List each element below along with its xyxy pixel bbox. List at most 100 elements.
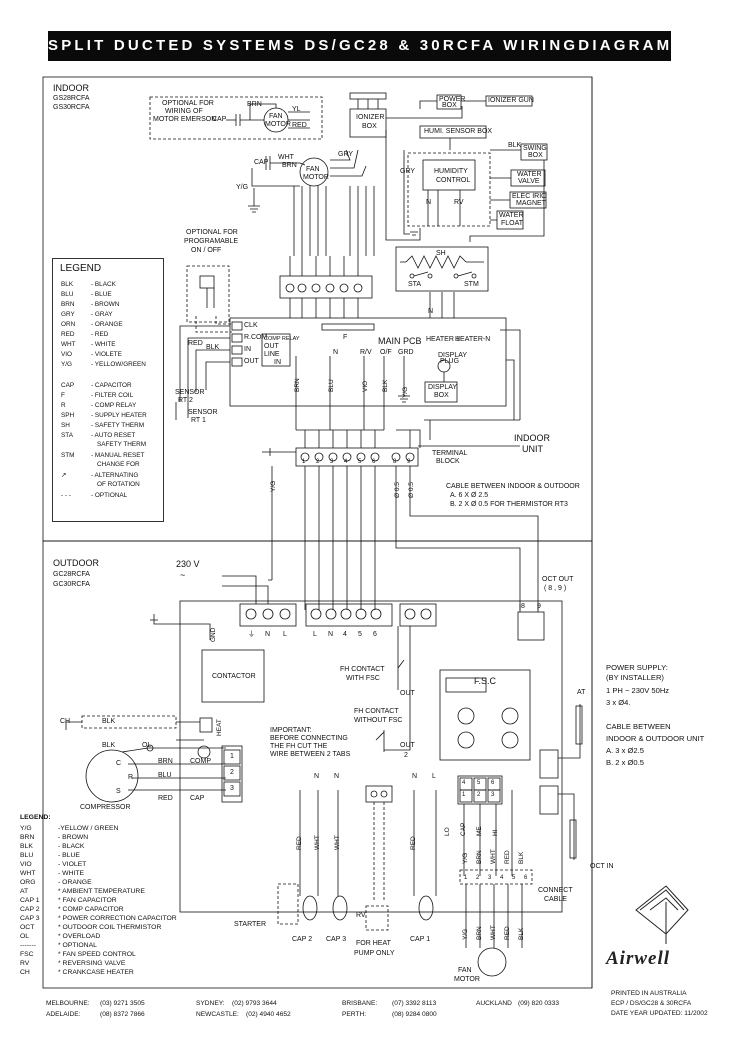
olg-k5: WHT [20, 870, 36, 877]
outdoor-legend-heading: LEGEND: [20, 814, 51, 821]
cap-n-1: N [314, 773, 320, 780]
fan-plug-5: 5 [477, 780, 481, 786]
lg-k16: STM [61, 452, 75, 459]
connect-cable-label-1: CONNECT [538, 887, 573, 894]
humi-sensor-box [419, 125, 487, 139]
programmable-label-1: OPTIONAL FOR [186, 229, 238, 236]
lg-v16: - MANUAL RESET [91, 452, 145, 459]
sensor-rt1-label-1: SENSOR [188, 409, 218, 416]
pcb-pin-clk: CLK [244, 322, 258, 329]
lg-k6: WHT [61, 341, 76, 348]
display-box-label-1: DISPLAY [428, 384, 458, 391]
cable-phi-1: Ø 0.5 [394, 482, 401, 498]
connect-cable-label-2: CABLE [544, 896, 567, 903]
lg-k14: STA [61, 432, 73, 439]
power-supply-4: 3 x Ø4. [606, 698, 631, 707]
lg-v9: - CAPACITOR [91, 382, 132, 389]
pcb-wire-yg: Y/G [402, 386, 409, 398]
main-pcb [229, 317, 507, 407]
heater-n-label: HEATER-N [455, 336, 491, 343]
power-supply-2: (BY INSTALLER) [606, 673, 664, 682]
compressor [85, 749, 139, 803]
emerson-cap-label: CAP [212, 116, 227, 123]
comp-term-c: C [116, 760, 122, 767]
vwire-red-1: RED [296, 836, 303, 850]
comp-relay-label-3: LINE [264, 351, 280, 358]
compressor-label: COMPRESSOR [80, 804, 131, 811]
cable-phi-2: Ø 0.5 [408, 482, 415, 498]
display-box [424, 381, 458, 403]
comp-relay-label-4: IN [274, 359, 281, 366]
olg-v6: - ORANGE [58, 879, 92, 886]
conn-6: 6 [524, 875, 528, 881]
emerson-wire-yl: YL [292, 106, 301, 113]
oct-in-terminal [539, 749, 559, 779]
indoor-legend: LEGEND BLK - BLACK BLU - BLUE BRN - BROW… [52, 258, 164, 522]
comp-block-2: 2 [230, 769, 234, 776]
ch-wire-blk: BLK [102, 718, 116, 725]
sensor-rt1-label-2: RT 1 [191, 417, 206, 424]
comp-cap-label: CAP [190, 795, 205, 802]
lg-k3: GRY [61, 311, 75, 318]
olg-k7: AT [20, 888, 29, 895]
indoor-model-1: GS28RCFA [53, 95, 90, 102]
fwire2-brn: BRN [476, 926, 483, 940]
olg-k12: OL [20, 933, 30, 940]
lg-k20: - - - [61, 492, 71, 499]
link-term-5: 5 [358, 631, 362, 638]
supply-voltage: 230 V [176, 559, 200, 569]
indoor-connector-block [279, 275, 373, 299]
comp-relay-label-2: OUT [264, 343, 279, 350]
term-4: 4 [344, 459, 348, 465]
terminal-wire-yg: Y/G [270, 480, 277, 492]
lg-v4: - ORANGE [91, 321, 123, 328]
lg-v18: - ALTERNATING [91, 472, 139, 479]
fwire-wht: WHT [490, 849, 497, 864]
magnet-label-1: ELEC IRIC [512, 193, 547, 200]
sensor-rt2-label-2: RT 2 [178, 397, 193, 404]
magnet-label-2: MAGNET [516, 200, 546, 207]
emerson-fan-label-2: MOTOR [265, 121, 291, 128]
pcb-wire-blk: BLK [206, 344, 220, 351]
heater-wire-n: N [428, 308, 434, 315]
comp-term-s: S [116, 788, 121, 795]
conn-4: 4 [500, 875, 504, 881]
at-terminal [539, 785, 559, 815]
outdoor-board [179, 600, 563, 913]
brand-logo: Airwell [606, 948, 671, 969]
programmable-optional-box [186, 265, 230, 323]
office-adelaide: ADELAIDE: [46, 1011, 81, 1018]
power-box [436, 94, 462, 110]
office-brisbane-phone: (07) 3392 8113 [392, 1000, 437, 1007]
brand-logo-mark [635, 885, 689, 944]
humidity-control [422, 159, 476, 191]
fwire2-red: RED [504, 926, 511, 940]
oct-out-label-2: ( 8 , 9 ) [544, 585, 567, 592]
fh-with-1: FH CONTACT [340, 666, 385, 673]
fan-wire-gry: GRY [338, 151, 354, 158]
lg-v1: - BLUE [91, 291, 112, 298]
cap1 [418, 895, 434, 921]
terminal-block-label-2: BLOCK [436, 458, 460, 465]
heater-box [395, 246, 489, 292]
fwire-brn: BRN [476, 850, 483, 864]
outdoor-legend-row-14: FSC* FAN SPEED CONTROL [20, 951, 136, 960]
lg-v20: - OPTIONAL [91, 492, 128, 499]
cap-n-2: N [334, 773, 340, 780]
conn-3: 3 [488, 875, 492, 881]
olg-v5: - WHITE [58, 870, 85, 877]
lg-k10: F [61, 392, 65, 399]
starter-label: STARTER [234, 921, 267, 928]
office-sydney: SYDNEY: [196, 1000, 225, 1007]
pcb-wire-blu: BLU [328, 379, 335, 392]
cap3 [332, 895, 348, 921]
outdoor-legend-row-3: BLU- BLUE [20, 852, 80, 861]
crankcase-heater [81, 715, 177, 729]
olg-v11: * OUTDOOR COIL THERMISTOR [58, 924, 162, 931]
emerson-fan-label-1: FAN [269, 113, 283, 120]
vwire-wht-1: WHT [314, 835, 321, 850]
swing-wire-blk: BLK [508, 142, 522, 149]
fh-without-2: WITHOUT FSC [354, 717, 403, 724]
outdoor-legend-row-15: RV* REVERSING VALVE [20, 960, 125, 969]
